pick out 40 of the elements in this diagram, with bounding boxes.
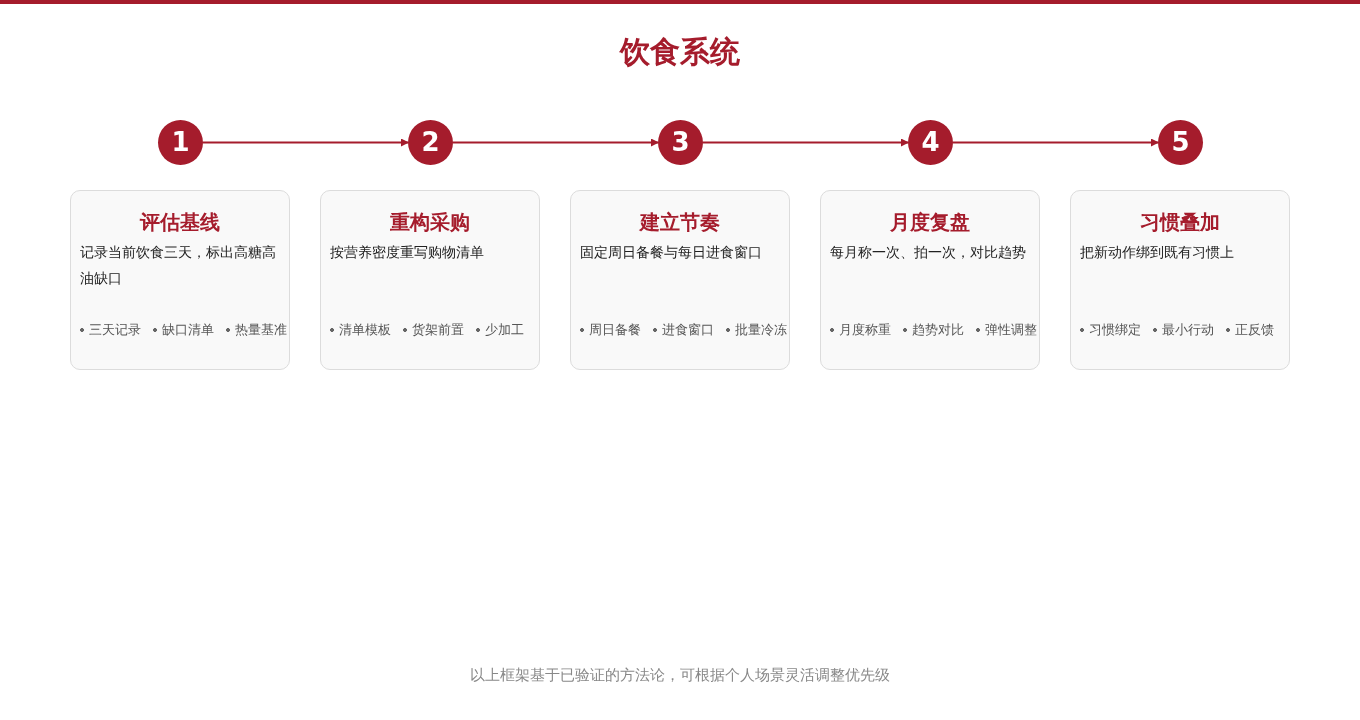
bullet-item: 进食窗口 xyxy=(653,321,714,339)
card-description: 每月称一次、拍一次，对比趋势 xyxy=(830,243,1027,262)
step-card xyxy=(570,190,790,370)
bullet-item: 货架前置 xyxy=(403,321,464,339)
bullet-item: 最小行动 xyxy=(1153,321,1214,339)
bullet-item: 周日备餐 xyxy=(580,321,641,339)
card-title: 评估基线 xyxy=(138,209,221,236)
card-description: 固定周日备餐与每日进食窗口 xyxy=(580,243,763,262)
bullet-item: 缺口清单 xyxy=(153,321,214,339)
card-title: 月度复盘 xyxy=(889,209,971,236)
arrow xyxy=(202,138,409,147)
diagram-title: 饮食系统 xyxy=(618,33,741,71)
bullet-item: 三天记录 xyxy=(80,321,141,339)
bullet-item: 正反馈 xyxy=(1226,321,1274,339)
arrow xyxy=(452,138,659,147)
step-card xyxy=(1070,190,1290,370)
card-title: 建立节奏 xyxy=(638,209,721,236)
bullet-item: 批量冷冻 xyxy=(726,321,787,339)
step-card xyxy=(820,190,1040,370)
step-number-circle: 4 xyxy=(908,120,953,165)
bullet-item: 热量基准 xyxy=(226,321,287,339)
step-number-circle: 3 xyxy=(658,120,703,165)
card-description: 把新动作绑到既有习惯上 xyxy=(1080,243,1235,262)
step-card xyxy=(70,190,290,370)
card-description: 按营养密度重写购物清单 xyxy=(330,243,485,262)
arrow xyxy=(702,138,909,147)
step-number-circle: 2 xyxy=(408,120,453,165)
bullet-item: 月度称重 xyxy=(830,321,891,339)
bullet-item: 弹性调整 xyxy=(976,321,1037,339)
bullet-item: 少加工 xyxy=(476,321,524,339)
bullet-item: 清单模板 xyxy=(330,321,391,339)
bullet-item: 趋势对比 xyxy=(903,321,964,339)
card-title: 重构采购 xyxy=(389,209,471,236)
card-title: 习惯叠加 xyxy=(1139,209,1221,236)
card-description: 记录当前饮食三天，标出高糖高油缺口 xyxy=(80,243,277,288)
step-card xyxy=(320,190,540,370)
step-number-circle: 5 xyxy=(1158,120,1203,165)
footnote: 以上框架基于已验证的方法论，可根据个人场景灵活调整优先级 xyxy=(469,666,891,685)
bullet-item: 习惯绑定 xyxy=(1080,321,1141,339)
step-number-circle: 1 xyxy=(158,120,203,165)
